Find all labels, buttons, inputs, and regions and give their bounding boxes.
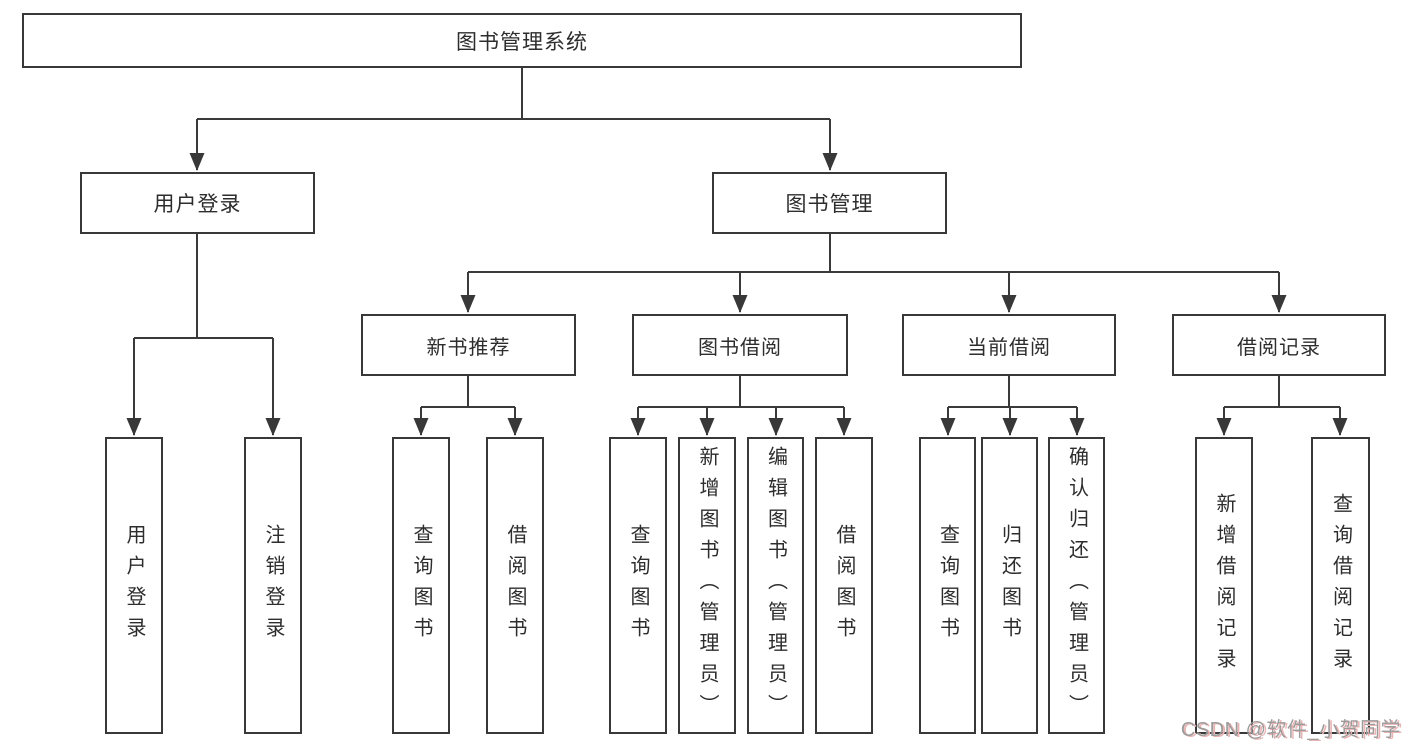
- leaf-logout-login-label: 注销登录: [262, 523, 284, 648]
- leaf-edit-books-admin: 编辑图书（管理员）: [747, 437, 804, 734]
- leaf-query-books-recommend: 查询图书: [392, 437, 450, 734]
- node-book-borrow: 图书借阅: [632, 314, 848, 376]
- leaf-return-books-label: 归还图书: [998, 523, 1021, 648]
- node-user-login: 用户登录: [80, 172, 315, 234]
- node-root: 图书管理系统: [22, 13, 1022, 68]
- node-new-book-recommend-label: 新书推荐: [426, 336, 511, 359]
- node-book-management: 图书管理: [712, 172, 947, 234]
- node-new-book-recommend: 新书推荐: [361, 314, 576, 376]
- node-borrow-records-label: 借阅记录: [1237, 336, 1321, 359]
- leaf-query-borrow-record-label: 查询借阅记录: [1329, 492, 1352, 679]
- leaf-query-borrow-record: 查询借阅记录: [1311, 437, 1370, 734]
- node-borrow-records: 借阅记录: [1172, 314, 1386, 376]
- node-book-management-label: 图书管理: [785, 193, 874, 216]
- csdn-watermark: CSDN @软件_小贺同学: [1180, 719, 1401, 741]
- node-current-borrow-label: 当前借阅: [967, 336, 1051, 359]
- leaf-logout-login: 注销登录: [244, 437, 302, 734]
- node-user-login-label: 用户登录: [153, 193, 242, 216]
- leaf-user-login: 用户登录: [105, 437, 163, 734]
- leaf-borrow-books-recommend: 借阅图书: [486, 437, 544, 734]
- leaf-borrow-books: 借阅图书: [815, 437, 873, 734]
- leaf-add-borrow-record: 新增借阅记录: [1195, 437, 1253, 734]
- leaf-borrow-books-label: 借阅图书: [833, 523, 855, 648]
- leaf-user-login-label: 用户登录: [123, 523, 145, 648]
- leaf-return-books: 归还图书: [981, 437, 1038, 734]
- leaf-borrow-books-recommend-label: 借阅图书: [504, 523, 526, 648]
- leaf-query-books-borrow: 查询图书: [609, 437, 667, 734]
- leaf-query-books-current: 查询图书: [919, 437, 976, 734]
- node-root-label: 图书管理系统: [456, 30, 588, 54]
- leaf-query-books-current-label: 查询图书: [936, 523, 959, 648]
- leaf-add-books-admin: 新增图书（管理员）: [678, 437, 736, 734]
- leaf-query-books-recommend-label: 查询图书: [410, 523, 432, 648]
- node-book-borrow-label: 图书借阅: [698, 336, 782, 359]
- leaf-query-books-borrow-label: 查询图书: [627, 523, 649, 648]
- leaf-confirm-return-admin: 确认归还（管理员）: [1048, 437, 1105, 734]
- leaf-edit-books-admin-label: 编辑图书（管理员）: [764, 446, 787, 725]
- leaf-add-books-admin-label: 新增图书（管理员）: [696, 446, 718, 725]
- leaf-add-borrow-record-label: 新增借阅记录: [1213, 492, 1235, 679]
- node-current-borrow: 当前借阅: [902, 314, 1116, 376]
- leaf-confirm-return-admin-label: 确认归还（管理员）: [1065, 446, 1088, 725]
